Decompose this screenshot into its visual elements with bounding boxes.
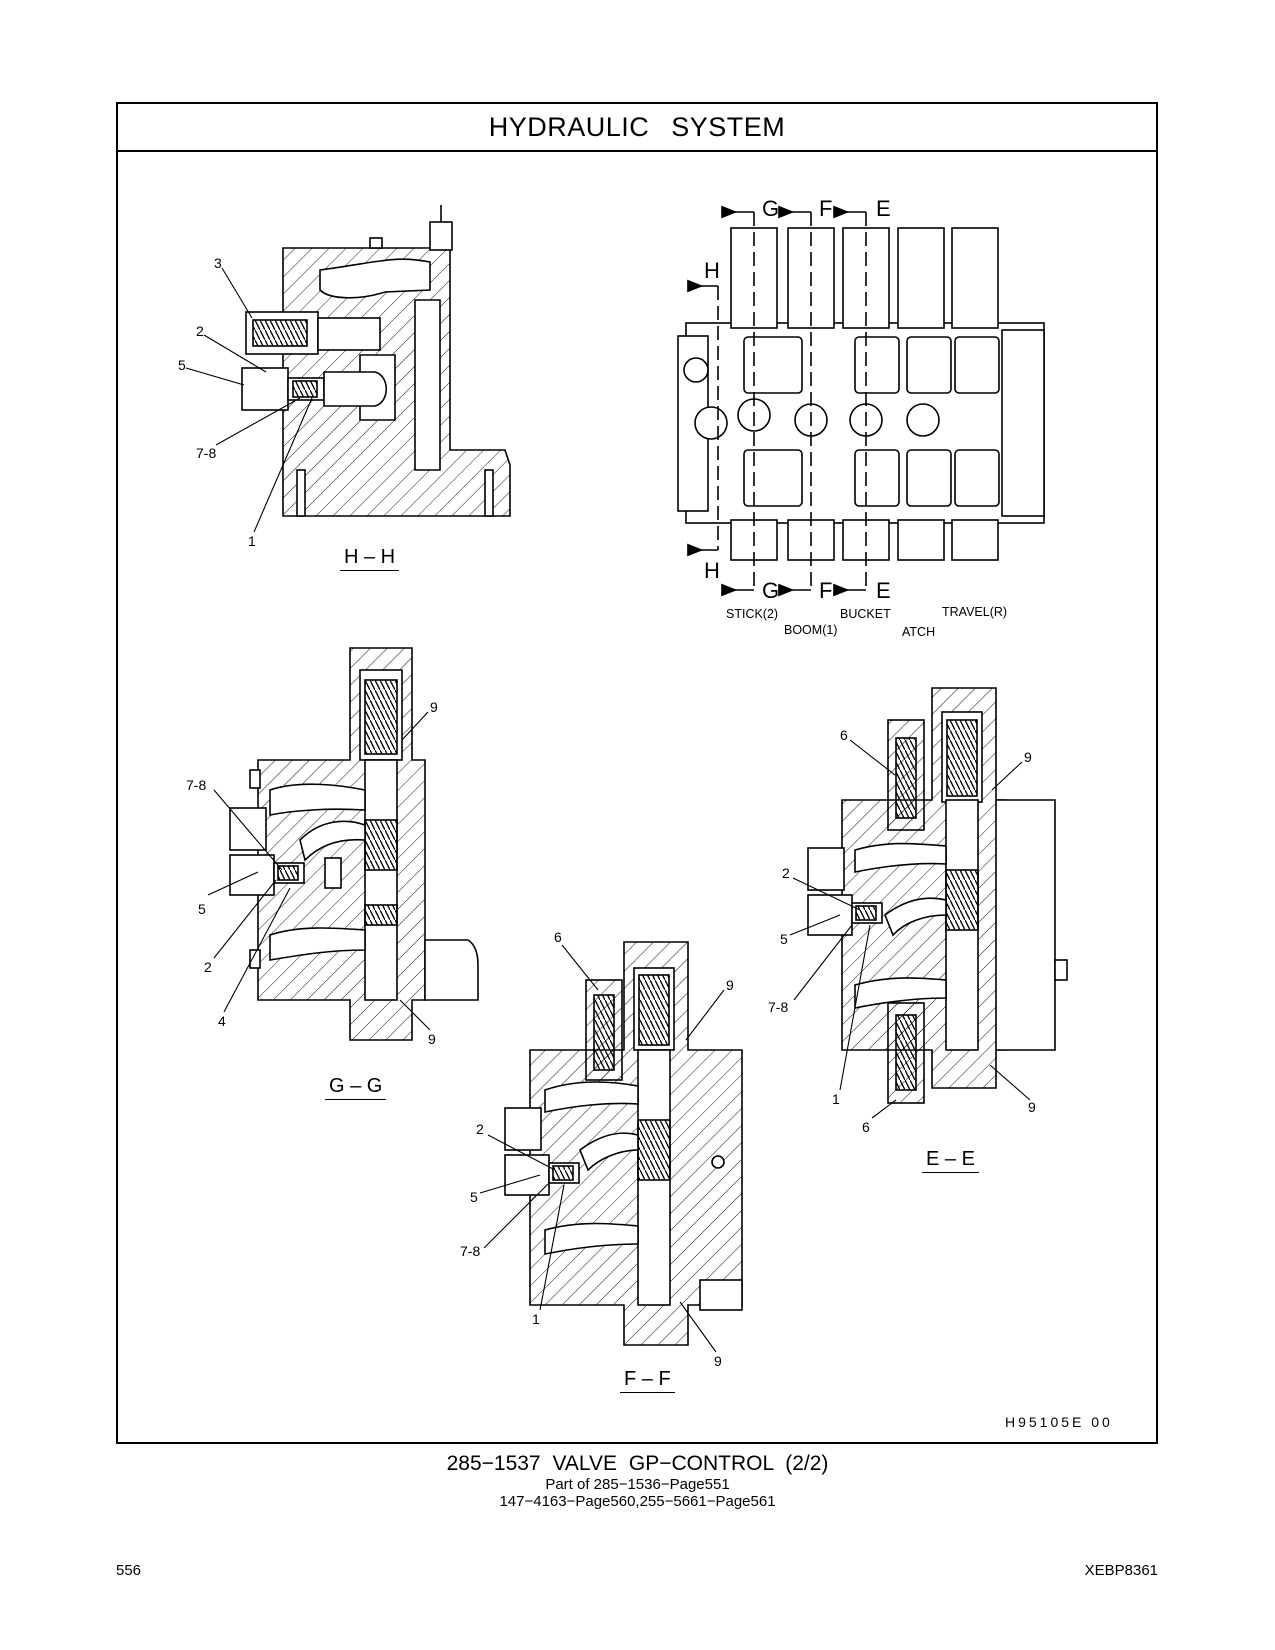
callout: 1 — [832, 1091, 840, 1107]
callout: 2 — [196, 323, 204, 339]
section-label-hh: H – H — [340, 546, 400, 571]
callout: 6 — [840, 727, 848, 743]
page-title: HYDRAULIC SYSTEM — [488, 112, 786, 142]
section-label-ff: F – F — [620, 1368, 675, 1393]
callout: 4 — [218, 1013, 226, 1029]
callout: 9 — [714, 1353, 722, 1369]
page-number: 556 — [116, 1562, 142, 1579]
callout: 5 — [780, 931, 788, 947]
callout: 1 — [248, 533, 256, 549]
section-label-gg: G – G — [325, 1075, 387, 1100]
top-view-drawing — [677, 227, 1045, 561]
callout: 7-8 — [460, 1243, 481, 1259]
section-hh-drawing — [241, 205, 511, 517]
valve-label-atch: ATCH — [902, 625, 936, 639]
callout: 9 — [1024, 749, 1032, 765]
section-gg-leaders — [207, 711, 431, 1031]
part-caption-pages: 147−4163−Page560,255−5661−Page561 — [499, 1493, 776, 1510]
callout: 5 — [178, 357, 186, 373]
title-bar: HYDRAULIC SYSTEM — [118, 104, 1156, 152]
callout: 5 — [198, 901, 206, 917]
valve-label-bucket: BUCKET — [840, 607, 891, 621]
callout: 9 — [726, 977, 734, 993]
section-gg-drawing — [229, 647, 479, 1041]
section-letter-g-top: G — [762, 196, 780, 221]
section-letter-h-bottom: H — [704, 558, 720, 583]
section-ff-drawing — [504, 941, 743, 1346]
callout: 9 — [428, 1031, 436, 1047]
section-ee-leaders — [789, 739, 1031, 1119]
valve-label-travel: TRAVEL(R) — [942, 605, 1008, 619]
callout: 3 — [214, 255, 222, 271]
section-hh-leaders — [185, 267, 313, 533]
top-view-section-lines — [717, 212, 867, 590]
top-view-arrows — [687, 205, 866, 597]
section-ee-drawing — [807, 687, 1068, 1104]
valve-label-stick: STICK(2) — [726, 607, 779, 621]
callout: 7-8 — [768, 999, 789, 1015]
callout: 6 — [862, 1119, 870, 1135]
callout: 7-8 — [186, 777, 207, 793]
callout: 9 — [1028, 1099, 1036, 1115]
section-letter-e-bottom: E — [876, 578, 891, 603]
section-letter-e-top: E — [876, 196, 891, 221]
section-label-ee: E – E — [922, 1148, 979, 1173]
callout: 2 — [782, 865, 790, 881]
callout: 9 — [430, 699, 438, 715]
section-letter-g-bottom: G — [762, 578, 780, 603]
section-letter-h-top: H — [704, 258, 720, 283]
callout: 2 — [476, 1121, 484, 1137]
callout: 2 — [204, 959, 212, 975]
section-ff-leaders — [479, 944, 725, 1353]
drawing-frame: HYDRAULIC SYSTEM — [116, 102, 1158, 1444]
section-letter-f-top: F — [819, 196, 833, 221]
callout: 5 — [470, 1189, 478, 1205]
section-letter-f-bottom: F — [819, 578, 833, 603]
part-caption-ref: Part of 285−1536−Page551 — [545, 1476, 730, 1493]
document-number: XEBP8361 — [1084, 1562, 1158, 1579]
callout: 7-8 — [196, 445, 217, 461]
callout: 1 — [532, 1311, 540, 1327]
illustration-number: H95105E 00 — [1005, 1414, 1113, 1430]
callout: 6 — [554, 929, 562, 945]
part-caption-title: 285−1537 VALVE GP−CONTROL (2/2) — [446, 1452, 829, 1475]
valve-label-boom: BOOM(1) — [784, 623, 838, 637]
